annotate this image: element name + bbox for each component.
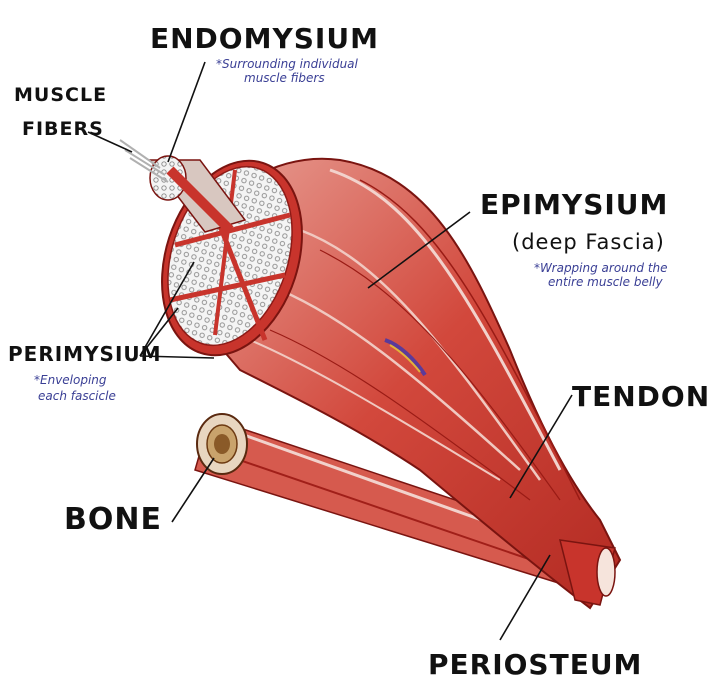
perimysium-note-line1: *Enveloping: [34, 374, 107, 387]
endomysium-leader: [168, 62, 205, 162]
endomysium-label: ENDOMYSIUM: [150, 22, 379, 55]
epimysium-note-line2: entire muscle belly: [548, 276, 663, 289]
bone-leader: [172, 458, 214, 522]
muscle-fibers-label-line2: FIBERS: [22, 118, 104, 140]
epimysium-label: EPIMYSIUM: [480, 188, 668, 221]
endomysium-note-line2: muscle fibers: [244, 72, 325, 85]
tendon-label: TENDON: [572, 380, 710, 413]
epimysium-note-line1: *Wrapping around the: [534, 262, 668, 275]
muscle-fibers-label-line1: MUSCLE: [14, 84, 107, 106]
perimysium-label: PERIMYSIUM: [8, 342, 162, 366]
bone-label: BONE: [64, 502, 162, 537]
periosteum-label: PERIOSTEUM: [428, 648, 642, 681]
epimysium-subtitle: (deep Fascia): [512, 230, 665, 254]
perimysium-note-line2: each fascicle: [38, 390, 116, 403]
endomysium-note-line1: *Surrounding individual: [216, 58, 358, 71]
